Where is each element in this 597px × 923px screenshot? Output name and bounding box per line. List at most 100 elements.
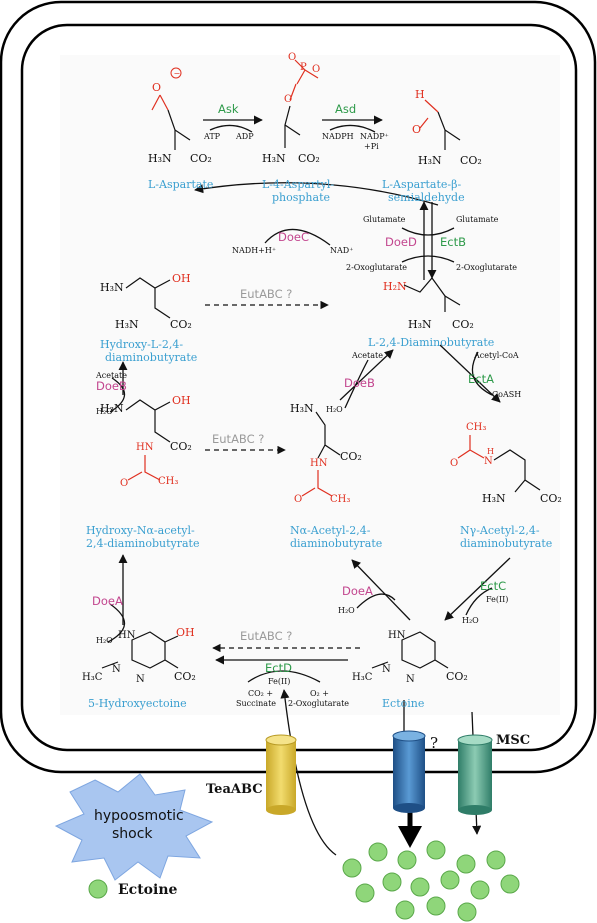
svg-text:CO₂: CO₂ bbox=[460, 154, 482, 167]
blue-channel bbox=[392, 730, 426, 813]
atp-curve bbox=[209, 124, 253, 133]
ectoine-dots bbox=[342, 840, 520, 922]
doeb-left-enzyme: DoeB bbox=[96, 379, 127, 393]
svg-text:H₃N: H₃N bbox=[115, 318, 139, 331]
ngamma-structure: CH₃ O N H H₃N CO₂ bbox=[450, 422, 562, 505]
semialdehyde-label-1: L-Aspartate-β- bbox=[382, 178, 461, 191]
hydroxy-dab-label-1: Hydroxy-L-2,4- bbox=[100, 338, 183, 351]
h2o-label-1: H₂O bbox=[96, 407, 113, 416]
svg-text:N: N bbox=[484, 456, 493, 467]
outer-membrane bbox=[0, 0, 597, 774]
svg-text:O: O bbox=[284, 94, 292, 105]
aspartyl-phosphate-structure: O O P O H₃N CO₂ bbox=[262, 52, 320, 165]
aspartyl-phosphate-label-2: phosphate bbox=[272, 191, 330, 204]
ectoine-structure: HN N N H₃C CO₂ bbox=[352, 630, 468, 685]
shock-label-2: shock bbox=[112, 826, 153, 842]
nadh-curve bbox=[264, 228, 331, 246]
glutamate-label-2: Glutamate bbox=[456, 215, 499, 224]
ngamma-label-2: diaminobutyrate bbox=[460, 537, 552, 550]
svg-text:H₂N: H₂N bbox=[383, 280, 407, 293]
aspartyl-phosphate-label-1: L-4-Aspartyl- bbox=[262, 178, 334, 191]
oxoglutarate-label-3: 2-Oxoglutarate bbox=[288, 699, 349, 708]
svg-text:N: N bbox=[136, 674, 145, 685]
svg-text:CO₂: CO₂ bbox=[298, 152, 320, 165]
aspartate-structure: O − H₃N CO₂ bbox=[148, 67, 212, 165]
hydroxyectoine-structure: HN OH N N H₃C CO₂ bbox=[82, 626, 196, 685]
ecta-arrow bbox=[439, 344, 501, 403]
svg-text:H₃N: H₃N bbox=[148, 152, 172, 165]
hydroxy-nacetyl-label-2: 2,4-diaminobutyrate bbox=[86, 537, 200, 550]
svg-text:CH₃: CH₃ bbox=[158, 476, 178, 487]
h2o-label-3: H₂O bbox=[96, 636, 113, 645]
svg-text:CH₃: CH₃ bbox=[466, 422, 486, 433]
svg-text:H₃C: H₃C bbox=[82, 672, 103, 683]
svg-text:N: N bbox=[406, 674, 415, 685]
adp-label: ADP bbox=[235, 132, 254, 141]
svg-text:HN: HN bbox=[118, 630, 136, 641]
legend-label: Ectoine bbox=[118, 882, 177, 898]
svg-text:H₃N: H₃N bbox=[100, 281, 124, 294]
svg-text:HN: HN bbox=[136, 442, 154, 453]
hydroxy-nacetyl-label-1: Hydroxy-Nα-acetyl- bbox=[86, 524, 195, 537]
ectb-enzyme: EctB bbox=[440, 235, 466, 249]
atp-label: ATP bbox=[203, 132, 221, 141]
h2o-label-2: H₂O bbox=[326, 405, 343, 414]
svg-text:H₃N: H₃N bbox=[290, 402, 314, 415]
svg-text:CO₂: CO₂ bbox=[340, 450, 362, 463]
svg-text:CO₂: CO₂ bbox=[170, 318, 192, 331]
doea-left-enzyme: DoeA bbox=[92, 594, 123, 608]
aspartate-label: L-Aspartate bbox=[148, 178, 213, 191]
svg-text:CO₂: CO₂ bbox=[452, 318, 474, 331]
teaabc-channel bbox=[265, 734, 297, 815]
nadp-label: NADP⁺ bbox=[360, 132, 389, 141]
doea-right-enzyme: DoeA bbox=[342, 584, 373, 598]
teaabc-label: TeaABC bbox=[206, 782, 263, 797]
svg-text:H₃N: H₃N bbox=[262, 152, 286, 165]
hydroxy-nacetyl-structure: H₃N OH HN O CH₃ CO₂ bbox=[100, 394, 192, 489]
dab-label: L-2,4-Diaminobutyrate bbox=[368, 336, 494, 349]
svg-text:O: O bbox=[152, 81, 161, 94]
doed-enzyme: DoeD bbox=[385, 235, 417, 249]
glutamate-label-1: Glutamate bbox=[363, 215, 406, 224]
semialdehyde-structure: H O H₃N CO₂ bbox=[412, 88, 482, 167]
dab-structure: H₂N H₃N CO₂ bbox=[383, 277, 474, 331]
svg-text:OH: OH bbox=[172, 394, 191, 407]
svg-text:CO₂: CO₂ bbox=[170, 440, 192, 453]
oxoglutarate-label-1: 2-Oxoglutarate bbox=[346, 263, 407, 272]
question-label: ? bbox=[430, 734, 438, 752]
svg-text:O: O bbox=[450, 458, 458, 469]
h2o-label-4: H₂O bbox=[338, 606, 355, 615]
svg-text:P: P bbox=[300, 62, 307, 73]
ecta-enzyme: EctA bbox=[468, 372, 494, 386]
svg-text:H₃N: H₃N bbox=[100, 402, 124, 415]
shock-label-1: hypoosmotic bbox=[94, 808, 184, 824]
euta-label-2: EutABC ? bbox=[212, 432, 264, 446]
svg-text:CH₃: CH₃ bbox=[330, 494, 350, 505]
coash-label: CoASH bbox=[492, 390, 521, 399]
doec-arrow bbox=[194, 182, 439, 206]
acetate-label-2: Acetate bbox=[351, 351, 383, 360]
cytoplasm-bg bbox=[60, 55, 560, 715]
svg-text:OH: OH bbox=[176, 626, 195, 639]
svg-text:N: N bbox=[112, 664, 121, 675]
euta-label-3: EutABC ? bbox=[240, 629, 292, 643]
svg-text:O: O bbox=[294, 494, 302, 505]
svg-text:O: O bbox=[312, 64, 320, 75]
semialdehyde-label-2: semialdehyde bbox=[388, 191, 465, 204]
acetate-label-1: Acetate bbox=[95, 371, 127, 380]
hydroxy-dab-label-2: diaminobutyrate bbox=[105, 351, 197, 364]
nad-label: NAD⁺ bbox=[330, 246, 353, 255]
ngamma-label-1: Nγ-Acetyl-2,4- bbox=[460, 524, 540, 537]
pi-label: +Pi bbox=[364, 142, 379, 151]
inner-membrane bbox=[20, 23, 578, 752]
svg-text:H: H bbox=[415, 88, 425, 101]
svg-text:O: O bbox=[412, 123, 421, 136]
co2-label: CO₂ + bbox=[248, 689, 273, 698]
asd-enzyme: Asd bbox=[335, 102, 356, 116]
svg-text:CO₂: CO₂ bbox=[540, 492, 562, 505]
oxoglutarate-label-2: 2-Oxoglutarate bbox=[456, 263, 517, 272]
msc-channel bbox=[457, 734, 493, 815]
svg-text:O: O bbox=[120, 478, 128, 489]
